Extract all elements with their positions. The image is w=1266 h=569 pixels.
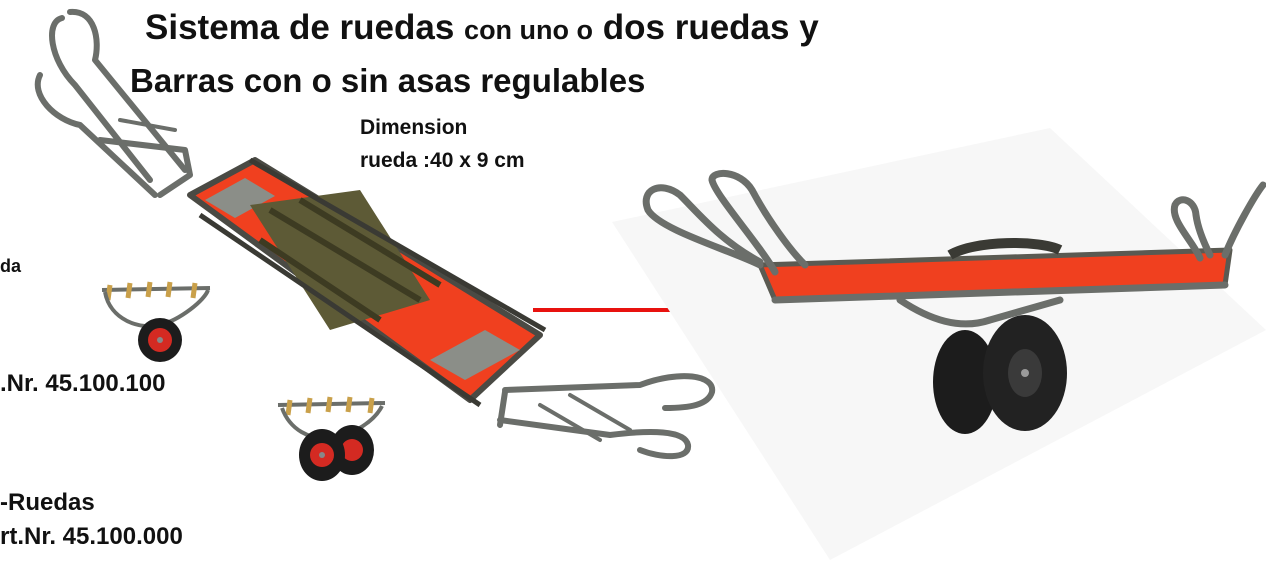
title-tail: dos ruedas y bbox=[602, 8, 819, 47]
title-main: Sistema de ruedas bbox=[145, 8, 455, 47]
single-wheel-image bbox=[101, 281, 211, 362]
dimension-value: rueda :40 x 9 cm bbox=[360, 149, 525, 172]
title-line-2: Barras con o sin asas regulables bbox=[130, 62, 646, 99]
double-wheel-image bbox=[277, 396, 386, 481]
handle-bar-top-image bbox=[34, 8, 193, 198]
article-number-single: .Nr. 45.100.100 bbox=[0, 370, 166, 397]
caption-fragment-double: -Ruedas bbox=[0, 489, 95, 516]
title-sub: con uno o bbox=[464, 15, 594, 45]
assembled-stretcher-image bbox=[612, 128, 1266, 560]
stretcher-image bbox=[187, 157, 547, 408]
handle-bar-bottom-image bbox=[497, 373, 716, 460]
caption-fragment-single: da bbox=[0, 256, 22, 276]
title-line-1: Sistema de ruedas con uno o dos ruedas y bbox=[145, 8, 819, 48]
dimension-label: Dimension bbox=[360, 116, 468, 139]
article-number-double: rt.Nr. 45.100.000 bbox=[0, 523, 183, 550]
